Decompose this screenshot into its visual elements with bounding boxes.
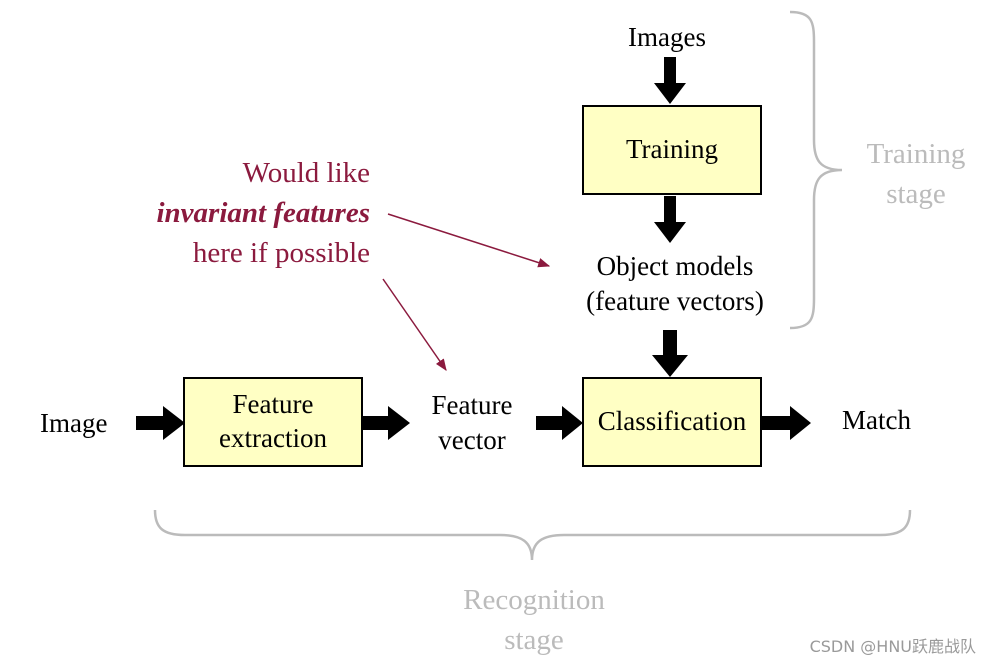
recognition-stage-line1: Recognition [463, 584, 605, 616]
watermark: CSDN @HNU跃鹿战队 [809, 637, 976, 656]
arrow-training-to-object-models [654, 196, 686, 243]
recognition-stage-label: Recognition stage [424, 580, 644, 660]
classification-box: Classification [582, 377, 762, 467]
annotation-arrow-to-object-models [387, 213, 551, 268]
invariant-features-annotation: Would like invariant features here if po… [157, 153, 371, 273]
training-box: Training [582, 105, 762, 195]
recognition-stage-line2: stage [504, 624, 564, 656]
feature-extraction-line1: Feature [232, 389, 314, 420]
feature-extraction-line2: extraction [219, 423, 327, 453]
match-label: Match [842, 405, 911, 435]
arrow-vector-to-classification [536, 406, 583, 440]
annotation-line3: here if possible [192, 237, 370, 269]
image-label: Image [40, 408, 108, 438]
training-stage-label: Training stage [846, 134, 986, 214]
recognition-stage-brace [153, 509, 912, 561]
training-stage-brace [789, 10, 843, 330]
arrow-image-to-feature-extraction [136, 406, 185, 440]
arrow-classification-to-match [762, 406, 811, 440]
training-stage-line1: Training [866, 138, 966, 170]
feature-vector-label: Feature vector [412, 388, 532, 458]
annotation-line2: invariant features [156, 197, 371, 229]
annotation-arrow-to-feature-vector [382, 278, 447, 371]
arrow-feature-extraction-to-vector [362, 406, 410, 440]
object-models-line1: Object models [596, 251, 754, 281]
object-models-line2: (feature vectors) [586, 286, 764, 317]
object-models-label: Object models (feature vectors) [560, 249, 790, 319]
classification-box-label: Classification [597, 406, 747, 437]
annotation-line1: Would like [242, 157, 370, 189]
images-label: Images [628, 22, 706, 52]
arrow-object-models-to-classification [652, 330, 688, 377]
feature-vector-line2: vector [438, 425, 506, 456]
feature-extraction-box: Feature extraction [183, 377, 363, 467]
arrow-images-to-training [654, 57, 686, 104]
training-stage-line2: stage [886, 178, 946, 210]
feature-vector-line1: Feature [431, 390, 513, 420]
training-box-label: Training [625, 134, 719, 165]
